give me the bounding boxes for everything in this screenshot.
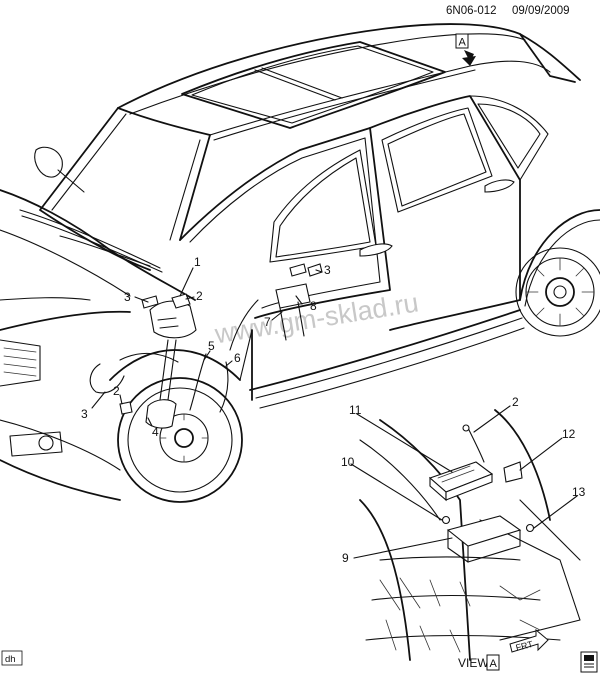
view-a-tag: A [455, 33, 476, 66]
callout-label: 1 [194, 255, 201, 269]
leader-lines [91, 267, 323, 427]
callout-label: 9 [342, 551, 349, 565]
front-arrow-icon [509, 628, 549, 653]
callouts: 1 2 3 3 4 5 6 7 8 2 3 9 10 11 12 13 2 [81, 255, 586, 565]
callout-label: 7 [264, 315, 271, 329]
view-tag-box [455, 33, 469, 49]
corner-code-text: dh [5, 654, 16, 665]
callout-label: 10 [341, 455, 355, 469]
callout-label: 2 [512, 395, 519, 409]
callout-label: 6 [234, 351, 241, 365]
view-label-text: VIEW [458, 656, 489, 670]
front-arrow: FRT [509, 628, 549, 653]
doc-date: 09/09/2009 [512, 5, 570, 17]
callout-label: 2 [196, 289, 203, 303]
corner-code: dh [1, 650, 23, 666]
callout-label: 13 [572, 485, 586, 499]
doc-id: 6N06-012 [446, 5, 497, 17]
frt-label: FRT [515, 639, 535, 653]
callout-label: 3 [324, 263, 331, 277]
document-icon [580, 651, 598, 673]
callout-label: 12 [562, 427, 576, 441]
callout-label: 8 [310, 299, 317, 313]
callout-label: 4 [152, 425, 159, 439]
callout-label: 2 [113, 384, 120, 398]
parts-group [119, 263, 323, 415]
view-label-box [486, 654, 500, 671]
view-a-inset [350, 405, 581, 661]
view-tag-letter: A [459, 37, 467, 49]
view-label-letter: A [490, 658, 498, 670]
callout-label: 5 [208, 339, 215, 353]
callout-label: 3 [81, 407, 88, 421]
callout-label: 3 [124, 290, 131, 304]
vehicle-illustration [0, 23, 600, 503]
view-a-label: VIEW A [458, 654, 500, 671]
corner-code-box [1, 650, 23, 666]
callout-label: 11 [349, 403, 362, 417]
